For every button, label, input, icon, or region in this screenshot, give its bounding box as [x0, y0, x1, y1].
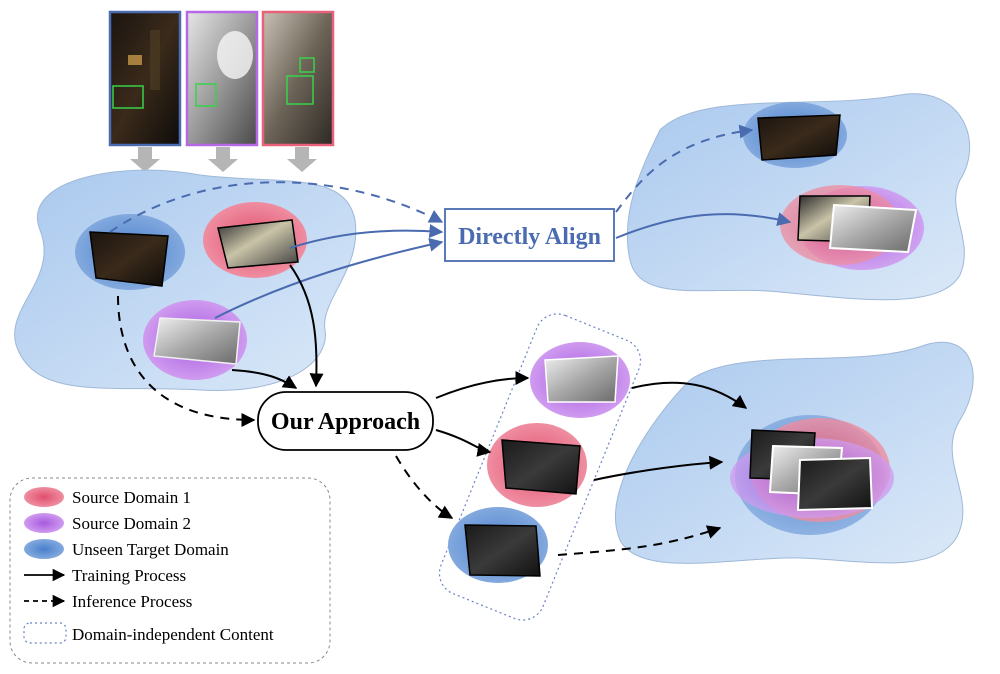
- legend-source1-swatch: [24, 487, 64, 507]
- solid-arrow-source1-content-to-aligned: [593, 455, 724, 481]
- input-image-day: [261, 10, 335, 147]
- dashed-arrow-target-to-approach: [117, 295, 256, 427]
- source1-content-image: [796, 456, 874, 512]
- source1-sample-image: [217, 219, 299, 269]
- directly-align-label: Directly Align: [458, 224, 601, 250]
- directly-align-box: Directly Align: [444, 208, 615, 262]
- dashed-arrow-target-content-to-aligned: [557, 525, 722, 556]
- solid-arrow-source1-to-align: [289, 224, 444, 249]
- target-sample-image: [89, 231, 169, 287]
- target-sample-image: [757, 114, 841, 161]
- legend-label: Training Process: [72, 566, 186, 585]
- legend-label: Domain-independent Content: [72, 625, 274, 644]
- input-image-night: [108, 10, 182, 147]
- legend-label: Source Domain 1: [72, 488, 191, 507]
- solid-arrow-approach-to-source2-content: [435, 371, 530, 399]
- source1-content-image: [501, 439, 581, 495]
- gray-down-arrow: [130, 147, 160, 172]
- our-approach-label: Our Approach: [271, 409, 420, 435]
- solid-arrow-align-to-sources: [615, 212, 792, 239]
- dashed-arrow-approach-to-target-content: [395, 455, 454, 519]
- source2-sample-image: [153, 317, 241, 365]
- legend: Source Domain 1 Source Domain 2 Unseen T…: [9, 477, 331, 664]
- solid-arrow-source1-to-approach: [289, 264, 324, 388]
- input-image-fog: [185, 10, 259, 147]
- legend-label: Unseen Target Domain: [72, 540, 229, 559]
- target-content-image: [464, 524, 541, 577]
- solid-arrow-source2-to-align: [214, 237, 444, 319]
- solid-arrow-approach-to-source1-content: [435, 429, 492, 457]
- solid-arrow-source2-content-to-aligned: [631, 381, 748, 409]
- legend-source2-swatch: [24, 513, 64, 533]
- legend-dotted-box-swatch: [23, 622, 67, 644]
- our-approach-box: Our Approach: [257, 391, 434, 451]
- legend-label: Source Domain 2: [72, 514, 191, 533]
- solid-arrow-source2-to-approach: [231, 369, 298, 389]
- dashed-arrow-align-to-target: [615, 124, 754, 213]
- gray-down-arrow: [287, 147, 317, 172]
- legend-label: Inference Process: [72, 592, 192, 611]
- dashed-arrow-target-to-align: [109, 181, 444, 233]
- legend-target-swatch: [24, 539, 64, 559]
- source2-sample-image: [828, 203, 918, 254]
- source2-content-image: [544, 355, 619, 403]
- gray-down-arrow: [208, 147, 238, 172]
